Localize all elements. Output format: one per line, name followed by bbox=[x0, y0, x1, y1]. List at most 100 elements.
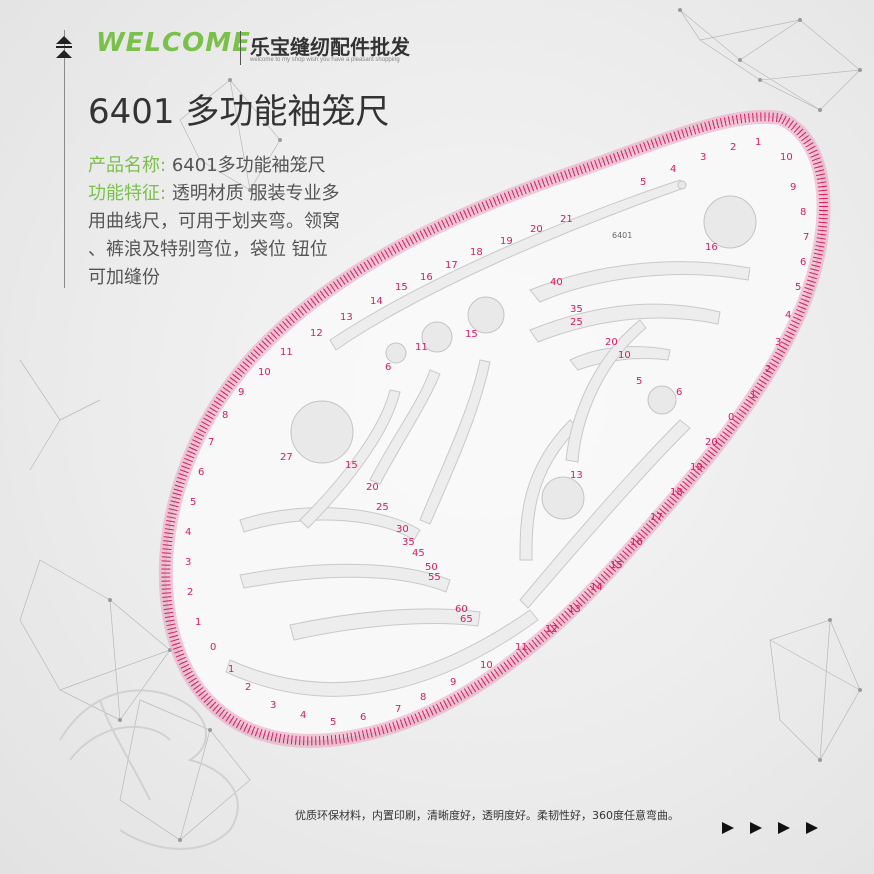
svg-text:17: 17 bbox=[445, 260, 458, 271]
svg-text:5: 5 bbox=[636, 376, 642, 387]
ruler-holes bbox=[290, 180, 757, 520]
svg-text:18: 18 bbox=[470, 247, 483, 258]
svg-text:4: 4 bbox=[185, 527, 191, 538]
svg-text:35: 35 bbox=[570, 304, 583, 315]
left-vertical-rule bbox=[64, 30, 65, 288]
svg-text:3: 3 bbox=[270, 700, 276, 711]
svg-text:9: 9 bbox=[790, 182, 796, 193]
svg-text:19: 19 bbox=[500, 236, 513, 247]
svg-text:2: 2 bbox=[245, 682, 251, 693]
svg-text:5: 5 bbox=[640, 177, 646, 188]
svg-text:1: 1 bbox=[195, 617, 201, 628]
svg-text:15: 15 bbox=[395, 282, 408, 293]
svg-text:6: 6 bbox=[360, 712, 366, 723]
footer-note: 优质环保材料，内置印刷，清晰度好，透明度好。柔韧性好，360度任意弯曲。 bbox=[295, 809, 679, 822]
ruler-slots bbox=[225, 179, 751, 697]
feature-line-1: 功能特征: 透明材质 服装专业多 bbox=[88, 180, 340, 208]
svg-text:4: 4 bbox=[300, 710, 306, 721]
page-title: 6401 多功能袖笼尺 bbox=[88, 92, 390, 132]
svg-text:40: 40 bbox=[550, 277, 563, 288]
svg-text:18: 18 bbox=[670, 487, 683, 498]
svg-text:1: 1 bbox=[228, 664, 234, 675]
svg-text:13: 13 bbox=[570, 470, 583, 481]
svg-text:6: 6 bbox=[198, 467, 204, 478]
svg-text:3: 3 bbox=[700, 152, 706, 163]
svg-text:21: 21 bbox=[560, 214, 573, 225]
svg-text:35: 35 bbox=[402, 537, 415, 548]
svg-text:16: 16 bbox=[705, 242, 718, 253]
feature-line-4: 可加缝份 bbox=[88, 267, 160, 288]
svg-text:25: 25 bbox=[570, 317, 583, 328]
svg-text:13: 13 bbox=[340, 312, 353, 323]
svg-text:10: 10 bbox=[780, 152, 793, 163]
svg-text:6401: 6401 bbox=[612, 231, 632, 240]
svg-text:20: 20 bbox=[366, 482, 379, 493]
feature-text-1: 透明材质 服装专业多 bbox=[171, 183, 340, 204]
svg-text:8: 8 bbox=[222, 410, 228, 421]
svg-text:15: 15 bbox=[345, 460, 358, 471]
svg-text:5: 5 bbox=[795, 282, 801, 293]
svg-text:1: 1 bbox=[755, 137, 761, 148]
svg-text:11: 11 bbox=[280, 347, 293, 358]
logo-divider bbox=[240, 31, 241, 65]
svg-text:6: 6 bbox=[385, 362, 391, 373]
svg-text:8: 8 bbox=[800, 207, 806, 218]
feature-label: 功能特征: bbox=[88, 183, 167, 204]
product-name-value: 6401多功能袖笼尺 bbox=[171, 155, 326, 176]
svg-text:8: 8 bbox=[420, 692, 426, 703]
svg-text:4: 4 bbox=[670, 164, 676, 175]
svg-text:55: 55 bbox=[428, 572, 441, 583]
svg-text:14: 14 bbox=[370, 296, 383, 307]
feature-line-3: 、裤浪及特别弯位，袋位 钮位 bbox=[88, 239, 328, 260]
right-triangle-arrows-icon bbox=[722, 822, 818, 834]
shop-subtitle: welcome to my shop wish you have a pleas… bbox=[250, 57, 400, 63]
svg-text:27: 27 bbox=[280, 452, 293, 463]
svg-text:20: 20 bbox=[530, 224, 543, 235]
svg-text:25: 25 bbox=[376, 502, 389, 513]
svg-text:2: 2 bbox=[187, 587, 193, 598]
svg-text:3: 3 bbox=[775, 337, 781, 348]
svg-text:45: 45 bbox=[412, 548, 425, 559]
svg-text:20: 20 bbox=[605, 337, 618, 348]
svg-text:14: 14 bbox=[590, 582, 603, 593]
svg-text:6: 6 bbox=[800, 257, 806, 268]
svg-text:11: 11 bbox=[415, 342, 428, 353]
svg-text:10: 10 bbox=[480, 660, 493, 671]
svg-text:20: 20 bbox=[705, 437, 718, 448]
svg-text:16: 16 bbox=[420, 272, 433, 283]
product-name-label: 产品名称: bbox=[88, 155, 167, 176]
svg-text:3: 3 bbox=[185, 557, 191, 568]
svg-text:5: 5 bbox=[330, 717, 336, 728]
svg-text:60: 60 bbox=[455, 604, 468, 615]
svg-text:1: 1 bbox=[750, 390, 756, 401]
svg-text:13: 13 bbox=[568, 604, 581, 615]
ruler-scale-band bbox=[158, 109, 831, 748]
svg-text:12: 12 bbox=[545, 624, 558, 635]
feature-line-2: 用曲线尺，可用于划夹弯。领窝 bbox=[88, 211, 340, 232]
svg-text:9: 9 bbox=[238, 387, 244, 398]
svg-text:4: 4 bbox=[785, 310, 791, 321]
svg-text:65: 65 bbox=[460, 614, 473, 625]
svg-text:15: 15 bbox=[465, 329, 478, 340]
shop-name: 乐宝缝纫配件批发 bbox=[250, 35, 410, 59]
svg-text:12: 12 bbox=[310, 328, 323, 339]
double-up-triangle-icon bbox=[56, 36, 72, 58]
svg-text:10: 10 bbox=[618, 350, 631, 361]
svg-text:10: 10 bbox=[258, 367, 271, 378]
svg-text:50: 50 bbox=[425, 562, 438, 573]
svg-text:7: 7 bbox=[395, 704, 401, 715]
svg-text:7: 7 bbox=[208, 437, 214, 448]
svg-text:9: 9 bbox=[450, 677, 456, 688]
svg-text:19: 19 bbox=[690, 462, 703, 473]
svg-text:5: 5 bbox=[190, 497, 196, 508]
welcome-logo: WELCOME bbox=[96, 28, 251, 58]
svg-text:6: 6 bbox=[676, 387, 682, 398]
svg-text:7: 7 bbox=[803, 232, 809, 243]
svg-text:0: 0 bbox=[728, 412, 734, 423]
svg-text:2: 2 bbox=[730, 142, 736, 153]
